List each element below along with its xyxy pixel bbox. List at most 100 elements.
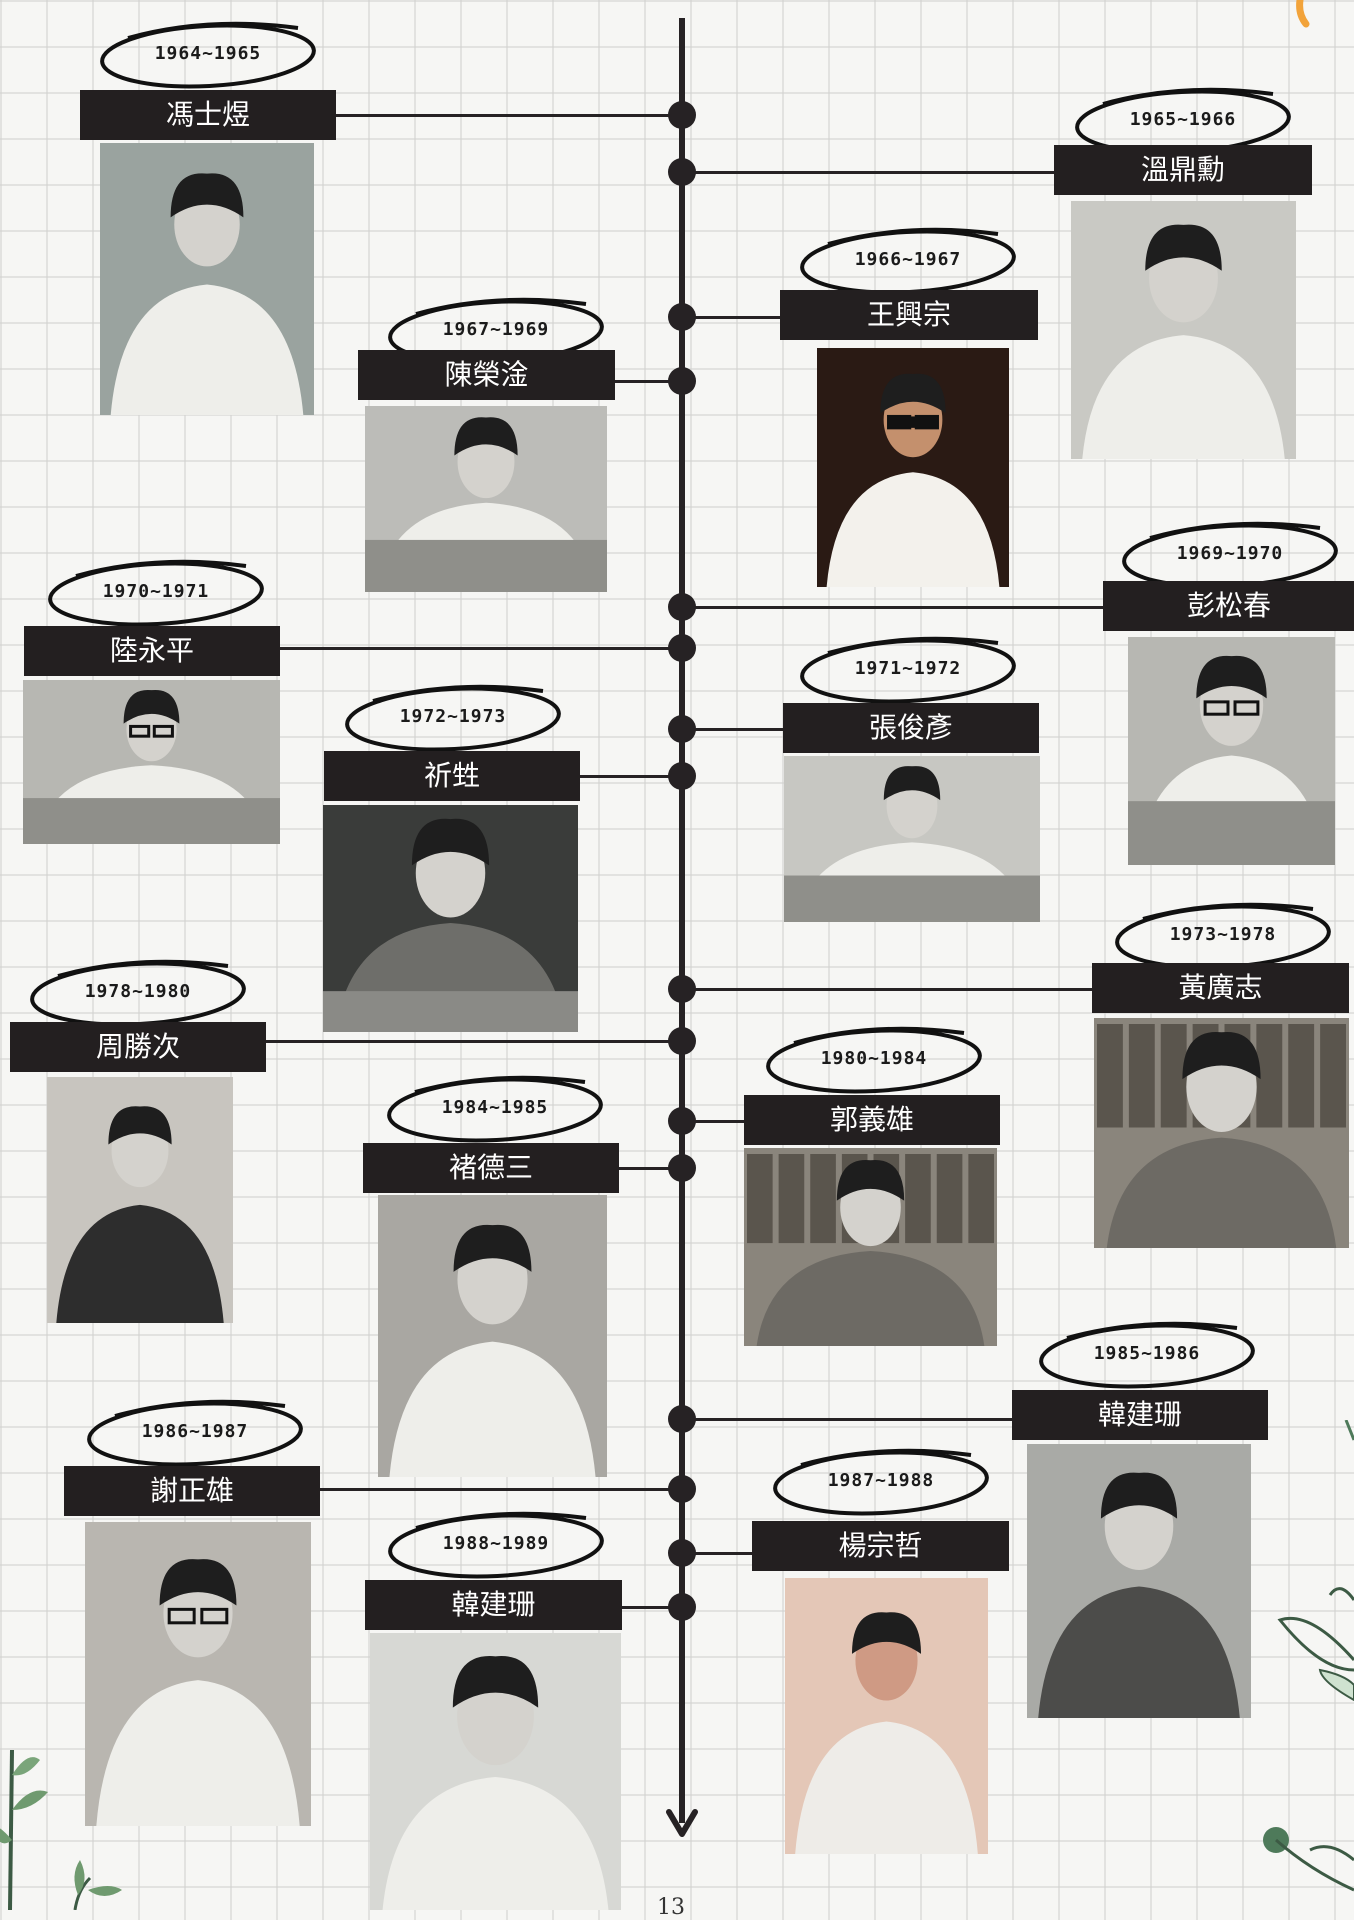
year-oval: 1984~1985 [385, 1066, 605, 1148]
portrait-photo [1094, 1018, 1349, 1248]
name-label: 馮士煜 [80, 90, 336, 140]
portrait-photo [365, 406, 607, 592]
year-oval: 1980~1984 [764, 1017, 984, 1099]
timeline-dot [668, 1027, 696, 1055]
name-label: 溫鼎勳 [1054, 145, 1312, 195]
portrait-photo [323, 805, 578, 1032]
portrait-photo [784, 756, 1040, 922]
timeline-dot [668, 593, 696, 621]
name-label: 黃廣志 [1092, 963, 1349, 1013]
timeline-dot [668, 1107, 696, 1135]
year-label: 1987~1988 [827, 1470, 935, 1491]
timeline-connector [682, 1120, 744, 1123]
year-label: 1964~1965 [154, 43, 262, 64]
timeline-connector [615, 380, 682, 383]
year-label: 1986~1987 [141, 1421, 249, 1442]
portrait-photo [370, 1633, 621, 1910]
timeline-dot [668, 367, 696, 395]
year-label: 1980~1984 [820, 1048, 928, 1069]
timeline-connector [682, 988, 1092, 991]
page-number: 13 [657, 1895, 685, 1920]
name-label: 陳榮淦 [358, 350, 615, 400]
timeline-connector [280, 647, 682, 650]
portrait-photo [785, 1578, 988, 1854]
year-label: 1985~1986 [1093, 1343, 1201, 1364]
year-label: 1965~1966 [1129, 109, 1237, 130]
plant-illustration-right [1250, 1419, 1354, 1910]
portrait-photo [1128, 637, 1335, 865]
timeline-connector [682, 171, 1054, 174]
name-label: 謝正雄 [64, 1466, 320, 1516]
portrait-photo [378, 1195, 607, 1477]
name-label: 韓建珊 [1012, 1390, 1268, 1440]
name-label: 陸永平 [24, 626, 280, 676]
timeline-connector [622, 1606, 682, 1609]
year-oval: 1970~1971 [46, 550, 266, 632]
name-label: 韓建珊 [365, 1580, 622, 1630]
year-label: 1972~1973 [399, 706, 507, 727]
timeline-connector [682, 1418, 1012, 1421]
year-oval: 1965~1966 [1073, 78, 1293, 160]
timeline-connector [619, 1167, 682, 1170]
portrait-photo [817, 348, 1009, 587]
year-oval: 1972~1973 [343, 675, 563, 757]
plant-illustration-left [0, 1690, 150, 1911]
portrait-photo [100, 143, 314, 415]
timeline-line [679, 18, 685, 1823]
timeline-arrow-icon [665, 1808, 699, 1838]
timeline-dot [668, 1539, 696, 1567]
name-label: 郭義雄 [744, 1095, 1000, 1145]
timeline-dot [668, 1475, 696, 1503]
year-oval: 1966~1967 [798, 218, 1018, 300]
year-oval: 1985~1986 [1037, 1312, 1257, 1394]
name-label: 楊宗哲 [752, 1521, 1009, 1571]
year-oval: 1969~1970 [1120, 512, 1340, 594]
name-label: 祈甡 [324, 751, 580, 801]
name-label: 褚德三 [363, 1143, 619, 1193]
year-oval: 1978~1980 [28, 950, 248, 1032]
timeline-dot [668, 1593, 696, 1621]
portrait-photo [744, 1148, 997, 1346]
timeline-dot [668, 1154, 696, 1182]
year-label: 1966~1967 [854, 249, 962, 270]
timeline-connector [320, 1488, 682, 1491]
timeline-connector [682, 606, 1103, 609]
timeline-connector [336, 114, 682, 117]
timeline-dot [668, 303, 696, 331]
timeline-dot [668, 158, 696, 186]
name-label: 周勝次 [10, 1022, 266, 1072]
timeline-connector [580, 775, 682, 778]
timeline-dot [668, 975, 696, 1003]
portrait-photo [85, 1522, 311, 1826]
portrait-photo [1071, 201, 1296, 459]
name-label: 彭松春 [1103, 581, 1354, 631]
timeline-dot [668, 762, 696, 790]
year-label: 1984~1985 [441, 1097, 549, 1118]
timeline-connector [682, 316, 780, 319]
timeline-dot [668, 715, 696, 743]
timeline-connector [682, 728, 783, 731]
year-oval: 1987~1988 [771, 1439, 991, 1521]
orange-brush-mark [1280, 0, 1320, 28]
timeline-connector [266, 1040, 682, 1043]
year-oval: 1971~1972 [798, 627, 1018, 709]
year-oval: 1986~1987 [85, 1390, 305, 1472]
year-label: 1970~1971 [102, 581, 210, 602]
portrait-photo [23, 680, 280, 844]
timeline-dot [668, 101, 696, 129]
year-label: 1988~1989 [442, 1533, 550, 1554]
portrait-photo [47, 1077, 233, 1323]
year-label: 1969~1970 [1176, 543, 1284, 564]
name-label: 王興宗 [780, 290, 1038, 340]
year-label: 1973~1978 [1169, 924, 1277, 945]
year-label: 1971~1972 [854, 658, 962, 679]
portrait-photo [1027, 1444, 1251, 1718]
name-label: 張俊彥 [783, 703, 1039, 753]
year-label: 1967~1969 [442, 319, 550, 340]
year-oval: 1988~1989 [386, 1502, 606, 1584]
year-oval: 1973~1978 [1113, 893, 1333, 975]
year-oval: 1964~1965 [98, 12, 318, 94]
timeline-dot [668, 634, 696, 662]
timeline-connector [682, 1552, 752, 1555]
year-label: 1978~1980 [84, 981, 192, 1002]
